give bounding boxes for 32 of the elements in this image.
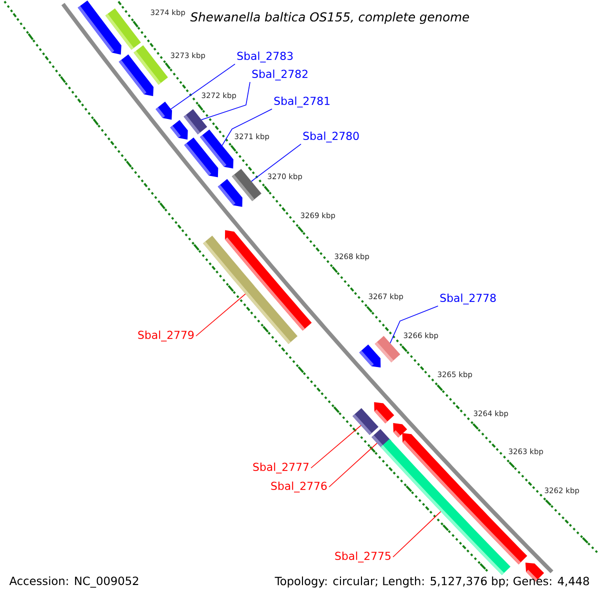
gene-feature (359, 344, 381, 368)
leader-line (170, 64, 236, 110)
leader-line (310, 425, 362, 468)
gene-label: Sbal_2783 (237, 52, 293, 62)
leader-line (390, 306, 438, 344)
gene-label: Sbal_2778 (440, 294, 496, 304)
gene-label: Sbal_2775 (335, 552, 390, 562)
title: Shewanella baltica OS155, complete genome (190, 12, 469, 24)
gene-label: Sbal_2782 (252, 70, 308, 80)
leader-line (392, 511, 442, 558)
gene-label: Sbal_2777 (253, 462, 308, 474)
genome-info-text: Topology: circular; Length: 5,127,376 bp; Genes: 4,448 (274, 576, 589, 588)
leader-line (328, 442, 378, 488)
gene-label: Sbal_2780 (303, 132, 359, 142)
gene-feature (218, 179, 242, 207)
leader-line (222, 108, 272, 146)
accession-text: Accession: NC_009052 (9, 576, 138, 588)
gene-feature (352, 408, 378, 435)
gene-feature (170, 120, 188, 140)
gene-feature (78, 0, 122, 55)
gene-feature (184, 138, 218, 178)
leader-line (196, 294, 246, 336)
gene-label: Sbal_2776 (271, 482, 327, 492)
leader-line (201, 82, 250, 120)
gene-feature (184, 109, 208, 134)
gene-feature (156, 102, 172, 120)
gene-feature (118, 54, 154, 96)
gene-label: Sbal_2781 (274, 96, 330, 108)
gene-label: Sbal_2779 (138, 330, 194, 342)
leader-line (251, 144, 302, 182)
gene-feature (374, 402, 394, 424)
gene-feature (203, 236, 298, 344)
